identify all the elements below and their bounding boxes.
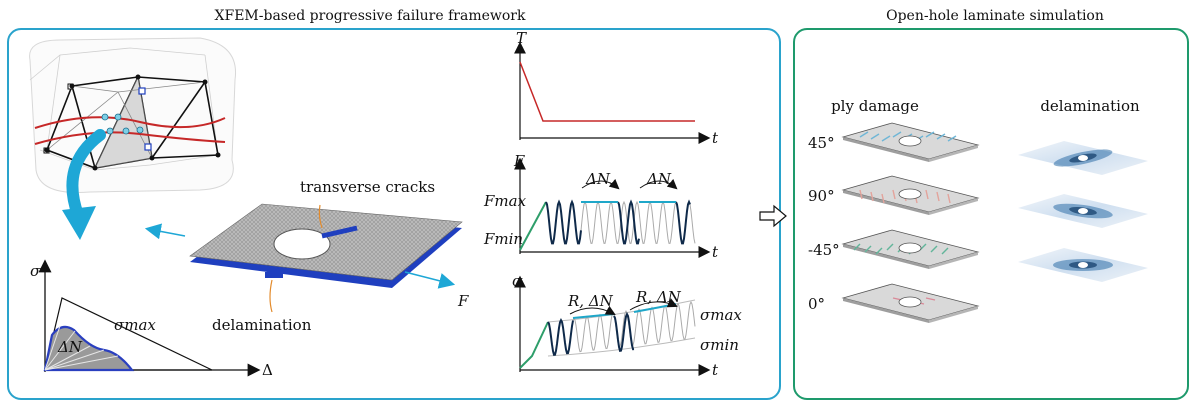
ply-layer: 0°	[808, 283, 980, 323]
force-y-label: F	[513, 152, 525, 170]
temperature-plot: T t	[514, 29, 719, 147]
cohesive-x-label: Δ	[262, 361, 273, 379]
force-label: F	[457, 292, 469, 310]
stress-x-label: t	[712, 361, 719, 379]
ply-damage-header: ply damage	[831, 97, 919, 115]
force-block-label-1: ΔN	[585, 170, 611, 188]
stress-simulated-cycles	[547, 311, 635, 356]
transverse-cracks-label: transverse cracks	[300, 178, 435, 196]
flow-arrow-icon	[759, 204, 787, 228]
temperature-y-label: T	[516, 29, 527, 47]
ply-layer: 90°	[808, 175, 980, 215]
ply-angle-label: -45°	[808, 241, 840, 259]
stress-block-label-2: R, ΔN	[635, 288, 682, 306]
delamination-zone	[265, 272, 283, 278]
delamination-map	[1018, 248, 1148, 282]
ply-layer: 45°	[808, 122, 980, 162]
left-load-arrow	[144, 223, 186, 240]
stress-y-label: σ	[512, 272, 523, 290]
ply-angle-label: 90°	[808, 187, 835, 205]
laminate-coupon: transverse cracks delamination F	[144, 178, 469, 334]
cohesive-y-label: σ	[30, 262, 41, 280]
right-panel-frame	[793, 28, 1189, 400]
cohesive-law-plot: σ Δ ΔN σmax	[30, 259, 273, 379]
left-panel-title: XFEM-based progressive failure framework	[214, 8, 526, 24]
degraded-law-area	[43, 325, 135, 372]
ply-angle-label: 0°	[808, 295, 825, 313]
right-load-arrow	[404, 271, 456, 289]
force-ramp	[519, 201, 547, 251]
force-block-label-2: ΔN	[646, 170, 672, 188]
ply-angle-label: 45°	[808, 134, 835, 152]
force-fmin-label: Fmin	[483, 230, 523, 248]
delamination-label: delamination	[212, 316, 312, 334]
stress-ramp	[519, 321, 549, 369]
delamination-map	[1018, 141, 1148, 175]
xfem-mesh-sketch	[29, 37, 237, 240]
ply-layer: -45°	[808, 229, 980, 269]
right-panel-title: Open-hole laminate simulation	[886, 8, 1104, 24]
force-simulated-cycles	[545, 199, 691, 245]
stress-block-label-1: R, ΔN	[567, 292, 614, 310]
stress-smax-label: σmax	[700, 306, 742, 324]
force-plot: F t Fmax Fmin ΔN ΔN	[483, 152, 719, 261]
force-x-label: t	[712, 243, 719, 261]
cohesive-delta-n-label: ΔN	[57, 338, 83, 356]
ply-hole	[898, 188, 922, 200]
coupon-hole	[273, 228, 331, 260]
ply-stack: 45° 90° -45° 0°	[808, 122, 980, 323]
stress-plot: σ t R, ΔN R, ΔN σmax σmin	[512, 272, 742, 379]
delamination-header: delamination	[1040, 97, 1140, 115]
temperature-x-label: t	[712, 129, 719, 147]
delamination-maps	[1018, 141, 1148, 282]
ply-hole	[898, 242, 922, 254]
cohesive-sigma-max-label: σmax	[114, 316, 156, 334]
ply-hole	[898, 296, 922, 308]
force-fmax-label: Fmax	[483, 192, 527, 210]
stress-smin-label: σmin	[700, 336, 739, 354]
temperature-curve	[519, 61, 695, 122]
transverse-crack-band	[321, 225, 358, 239]
delamination-map	[1018, 194, 1148, 228]
ply-hole	[898, 135, 922, 147]
